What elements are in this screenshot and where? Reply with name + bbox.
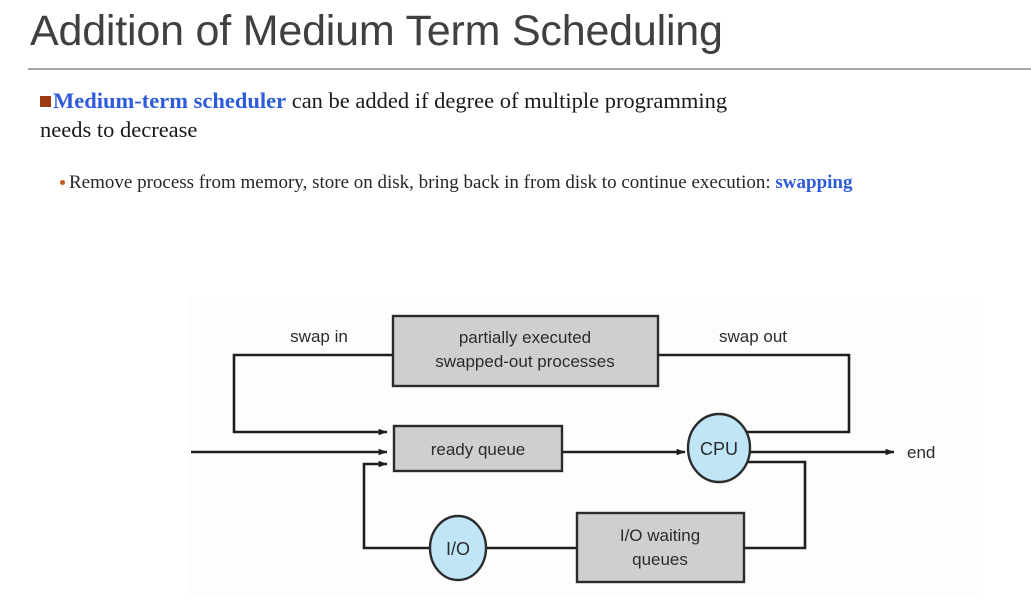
io-label: I/O: [446, 539, 470, 559]
edge-cpu-to-io-waiting: [744, 460, 807, 550]
bullet-secondary-text: process from memory, store on disk, brin…: [132, 172, 776, 193]
dot-bullet-icon: [60, 180, 65, 185]
diagram-box-io-waiting-queues: I/O waiting queues: [575, 511, 746, 584]
diagram-node-io: I/O: [428, 514, 488, 582]
bullet-primary-text: can be added if degree of multiple progr…: [40, 88, 728, 142]
title-divider: [28, 68, 1031, 70]
end-label: end: [907, 443, 935, 462]
bullet-item-primary: Medium-term scheduler can be added if de…: [40, 86, 780, 144]
bullet-primary-keyword: Medium-term scheduler: [53, 88, 287, 113]
bullet-secondary-lead: Remove: [69, 172, 133, 193]
diagram-box-ready-queue: ready queue: [392, 424, 564, 473]
swap-out-label: swap out: [719, 327, 787, 346]
edge-io-to-ready-queue: [362, 460, 430, 550]
diagram-box-swapped-out-processes: partially executed swapped-out processes: [391, 314, 660, 388]
bullet-item-secondary: Remove process from memory, store on dis…: [60, 170, 982, 196]
ready-queue-label: ready queue: [431, 440, 526, 459]
swapped-out-box-line1: partially executed: [459, 328, 591, 347]
io-waiting-box-line1: I/O waiting: [620, 526, 700, 545]
swapped-out-box-line2: swapped-out processes: [435, 352, 615, 371]
cpu-label: CPU: [700, 439, 738, 459]
edge-swap-out: [658, 353, 851, 434]
edge-swap-in: [232, 353, 393, 436]
bullet-secondary-keyword: swapping: [775, 172, 853, 193]
page-title: Addition of Medium Term Scheduling: [30, 7, 723, 55]
diagram-node-cpu: CPU: [686, 412, 752, 484]
square-bullet-icon: [40, 96, 51, 107]
swap-in-label: swap in: [290, 327, 348, 346]
scheduling-diagram: partially executed swapped-out processes…: [188, 296, 978, 596]
io-waiting-box-line2: queues: [632, 550, 688, 569]
